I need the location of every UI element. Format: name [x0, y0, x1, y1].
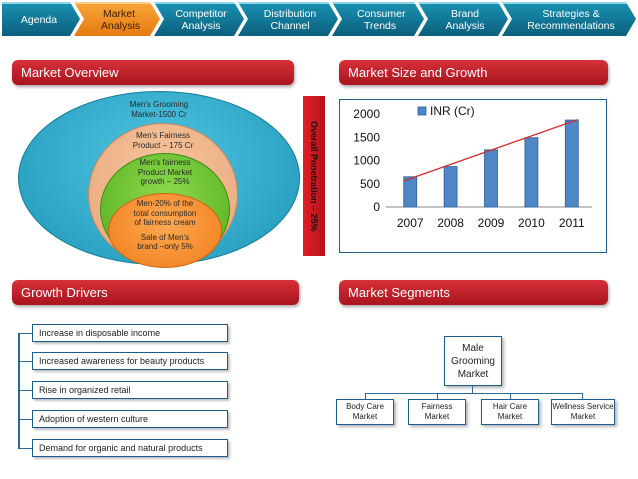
nav-tab-label: Competitor Analysis [175, 8, 227, 32]
segment-body-care: Body Care Market [336, 399, 394, 425]
section-title: Market Segments [348, 285, 450, 300]
drivers-connector-tick [18, 333, 32, 334]
section-title: Growth Drivers [21, 285, 108, 300]
overview-ring-men-consumption: Men-20% of the total consumption of fair… [108, 193, 222, 268]
y-tick-label: 0 [373, 200, 380, 214]
segment-connector-drop [582, 393, 583, 400]
y-tick-label: 1000 [353, 154, 380, 168]
drivers-connector-tick [18, 361, 32, 362]
x-tick-label: 2010 [518, 216, 545, 230]
overview-grooming-text: Men's Grooming Market-1500 Cr [129, 100, 189, 119]
bar-2010 [524, 137, 539, 208]
trendline [403, 118, 579, 182]
segment-connector-drop [437, 393, 438, 400]
drivers-connector-tick [18, 448, 32, 449]
growth-driver-item: Increase in disposable income [32, 324, 228, 342]
segment-connector-drop [510, 393, 511, 400]
section-header-market-size: Market Size and Growth [339, 60, 608, 85]
section-header-market-segments: Market Segments [339, 280, 608, 305]
y-tick-label: 500 [360, 177, 380, 191]
x-tick-label: 2009 [478, 216, 505, 230]
bar-2009 [484, 149, 498, 208]
market-size-chart: 0 500 1000 1500 2000 2007 2008 2009 2010 2011 INR … [339, 99, 607, 253]
segment-connector-horizontal [365, 393, 582, 394]
nav-tab-strategies-recommendations[interactable]: Strategies & Recommendations [502, 2, 636, 36]
market-size-chart-svg: 0 500 1000 1500 2000 2007 2008 2009 2010 2011 INR … [353, 104, 592, 230]
bar-2008 [443, 166, 458, 208]
y-tick-label: 2000 [353, 107, 380, 121]
growth-driver-item: Demand for organic and natural products [32, 439, 228, 457]
growth-driver-item: Rise in organized retail [32, 381, 228, 399]
x-tick-label: 2008 [437, 216, 464, 230]
nav-tab-brand-analysis[interactable]: Brand Analysis [418, 2, 508, 36]
legend-label: INR (Cr) [430, 104, 475, 118]
y-tick-label: 1500 [353, 130, 380, 144]
nav-tab-market-analysis[interactable]: Market Analysis [74, 2, 160, 36]
nav-tab-label: Consumer Trends [357, 8, 406, 32]
segment-fairness: Fairness Market [408, 399, 466, 425]
drivers-connector-tick [18, 390, 32, 391]
bar-2007 [403, 176, 418, 208]
segment-hair-care: Hair Care Market [481, 399, 539, 425]
nav-tab-label: Market Analysis [101, 8, 141, 32]
nav-tab-label: Agenda [20, 14, 58, 26]
section-title: Market Size and Growth [348, 65, 488, 80]
legend-swatch [417, 106, 427, 116]
growth-driver-item: Adoption of western culture [32, 410, 228, 428]
x-tick-label: 2007 [397, 216, 424, 230]
nav-tab-consumer-trends[interactable]: Consumer Trends [332, 2, 424, 36]
nav-tab-agenda[interactable]: Agenda [2, 2, 80, 36]
overall-penetration-label: Overall Penetration – 25% [309, 120, 319, 232]
growth-driver-item: Increased awareness for beauty products [32, 352, 228, 370]
nav-tab-label: Strategies & Recommendations [527, 8, 615, 32]
top-navigation: Agenda Market Analysis Competitor Analys… [2, 2, 636, 38]
overview-consumption-text: Men-20% of the total consumption of fair… [133, 199, 197, 227]
bar-2011 [564, 119, 579, 208]
overview-mens-brand-text: Sale of Men's brand –only 5% [137, 232, 193, 252]
nav-tab-label: Distribution Channel [263, 8, 317, 32]
nav-tab-distribution-channel[interactable]: Distribution Channel [238, 2, 338, 36]
overall-penetration-bar: Overall Penetration – 25% [303, 96, 325, 256]
overview-fairness-text: Men's Fairness Product – 175 Cr [132, 131, 194, 150]
nav-tab-competitor-analysis[interactable]: Competitor Analysis [154, 2, 244, 36]
segment-connector-root [472, 386, 473, 393]
drivers-connector-tick [18, 419, 32, 420]
overview-growth-text: Men's fairness Product Market growth – 2… [137, 158, 193, 186]
segment-root-male-grooming: Male Grooming Market [444, 336, 502, 386]
nav-tab-label: Brand Analysis [445, 8, 485, 32]
section-title: Market Overview [21, 65, 119, 80]
section-header-growth-drivers: Growth Drivers [12, 280, 299, 305]
segment-connector-drop [365, 393, 366, 400]
x-tick-label: 2011 [559, 216, 585, 230]
section-header-market-overview: Market Overview [12, 60, 294, 85]
segment-wellness-service: Wellness Service Market [551, 399, 615, 425]
